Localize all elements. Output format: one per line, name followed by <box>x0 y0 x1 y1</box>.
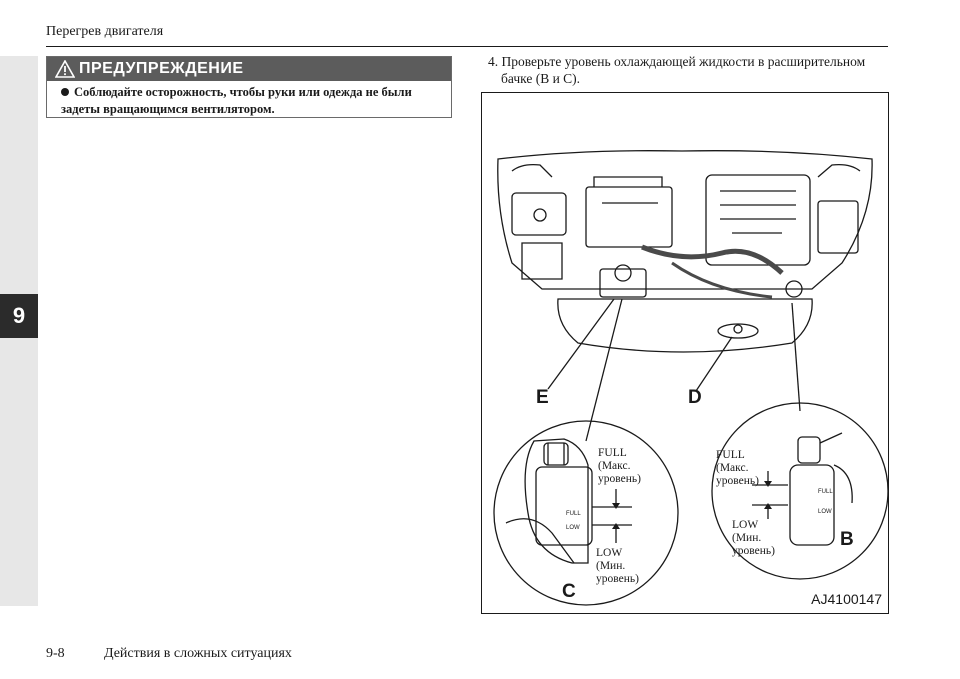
label-b: B <box>840 529 854 550</box>
step-line-2: бачке (B и C). <box>501 71 581 86</box>
left-low-line-2: (Мин. <box>596 560 626 572</box>
header-rule <box>46 46 888 47</box>
warning-header: ПРЕДУПРЕЖДЕНИЕ <box>47 57 451 81</box>
right-low-label: LOW (Мин. уровень) <box>732 519 775 558</box>
engine-bay-illustration: FULL LOW FULL LOW <box>493 150 888 606</box>
right-tank-low-mark: LOW <box>818 509 832 515</box>
warning-text: Соблюдайте осторожность, чтобы руки или … <box>47 81 451 118</box>
right-full-line-1: FULL <box>716 449 745 461</box>
left-full-line-1: FULL <box>598 447 627 459</box>
right-tank-full-mark: FULL <box>818 489 833 495</box>
chapter-tab: 9 <box>0 294 38 338</box>
right-low-line-1: LOW <box>732 519 759 531</box>
page-number: 9-8 <box>46 646 65 661</box>
engine-bay-figure: FULL LOW FULL LOW E D C B FULL (Макс. ур… <box>481 92 889 614</box>
left-low-label: LOW (Мин. уровень) <box>596 547 639 586</box>
section-title: Действия в сложных ситуациях <box>104 646 292 661</box>
right-full-line-2: (Макс. <box>716 462 749 474</box>
step-4-text: 4. Проверьте уровень охлаждающей жидкост… <box>488 53 888 87</box>
left-full-line-2: (Макс. <box>598 460 631 472</box>
label-e: E <box>536 387 549 408</box>
figure-code: AJ4100147 <box>811 591 882 607</box>
left-full-label: FULL (Макс. уровень) <box>598 447 641 486</box>
left-low-line-3: уровень) <box>596 573 639 585</box>
left-full-line-3: уровень) <box>598 473 641 485</box>
label-c: C <box>562 581 576 602</box>
warning-line-2: задеты вращающимся вентилятором. <box>61 102 275 116</box>
step-line-1: 4. Проверьте уровень охлаждающей жидкост… <box>488 54 866 69</box>
left-low-line-1: LOW <box>596 547 623 559</box>
left-tank-low-mark: LOW <box>566 525 580 531</box>
warning-title: ПРЕДУПРЕЖДЕНИЕ <box>79 60 244 77</box>
right-low-line-2: (Мин. <box>732 532 762 544</box>
warning-line-1: Соблюдайте осторожность, чтобы руки или … <box>74 85 412 99</box>
right-full-line-3: уровень) <box>716 475 759 487</box>
warning-triangle-icon <box>55 60 75 78</box>
running-head: Перегрев двигателя <box>46 24 164 39</box>
left-tank-full-mark: FULL <box>566 511 581 517</box>
chapter-number: 9 <box>12 303 26 328</box>
label-d: D <box>688 387 702 408</box>
bullet-icon <box>61 88 69 96</box>
right-low-line-3: уровень) <box>732 545 775 557</box>
warning-box: ПРЕДУПРЕЖДЕНИЕ Соблюдайте осторожность, … <box>46 56 452 118</box>
right-full-label: FULL (Макс. уровень) <box>716 449 759 488</box>
